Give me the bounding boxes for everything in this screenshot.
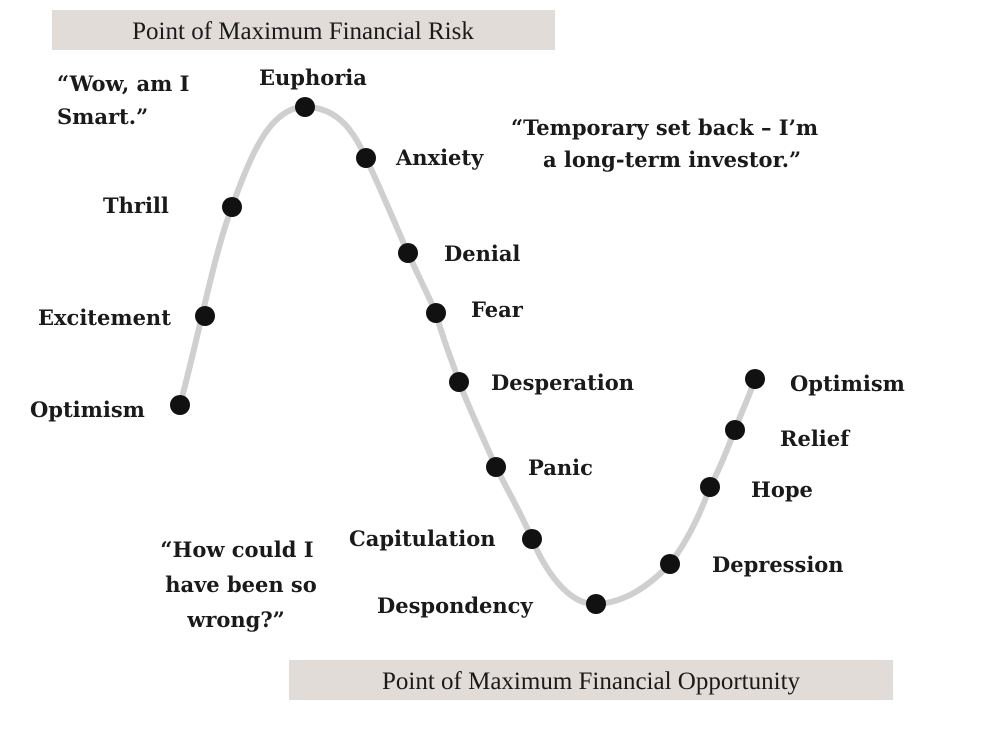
- quote-wrong-line-3: wrong?”: [186, 607, 284, 632]
- quote-wrong: “How could I have been so wrong?”: [160, 537, 316, 632]
- label-despondency: Despondency: [377, 593, 533, 618]
- label-optimism-1: Optimism: [30, 397, 145, 422]
- label-optimism-2: Optimism: [790, 371, 905, 396]
- quote-smart-line-2: Smart.”: [57, 104, 148, 129]
- label-capitulation: Capitulation: [349, 526, 496, 551]
- label-desperation: Desperation: [491, 370, 634, 395]
- dot-anxiety: [356, 148, 376, 168]
- dot-excitement: [195, 306, 215, 326]
- dot-hope: [700, 477, 720, 497]
- label-excitement: Excitement: [38, 305, 171, 330]
- top-banner-text: Point of Maximum Financial Risk: [132, 18, 474, 45]
- quote-setback-line-1: “Temporary set back – I’m: [511, 115, 818, 140]
- quote-setback-line-2: a long-term investor.”: [543, 147, 801, 172]
- top-banner: Point of Maximum Financial Risk: [52, 10, 555, 50]
- dot-euphoria: [295, 97, 315, 117]
- stage-labels: Optimism Excitement Thrill Euphoria Anxi…: [30, 65, 905, 618]
- label-depression: Depression: [712, 552, 844, 577]
- quote-setback: “Temporary set back – I’m a long-term in…: [511, 115, 818, 172]
- dot-capitulation: [522, 529, 542, 549]
- label-fear: Fear: [471, 297, 524, 322]
- bottom-banner: Point of Maximum Financial Opportunity: [289, 660, 893, 700]
- label-thrill: Thrill: [103, 193, 169, 218]
- dot-relief: [725, 420, 745, 440]
- label-denial: Denial: [444, 241, 520, 266]
- quote-smart: “Wow, am I Smart.”: [57, 71, 190, 129]
- label-euphoria: Euphoria: [259, 65, 367, 90]
- bottom-banner-text: Point of Maximum Financial Opportunity: [382, 668, 801, 695]
- stage-dots: [170, 97, 765, 614]
- dot-panic: [486, 457, 506, 477]
- label-hope: Hope: [751, 477, 813, 502]
- label-relief: Relief: [780, 426, 851, 451]
- dot-depression: [660, 554, 680, 574]
- label-panic: Panic: [528, 455, 593, 480]
- dot-denial: [398, 243, 418, 263]
- quote-wrong-line-1: “How could I: [160, 537, 313, 562]
- bottom-banner-background: [289, 660, 893, 700]
- dot-despondency: [586, 594, 606, 614]
- quote-smart-line-1: “Wow, am I: [57, 71, 190, 96]
- dot-fear: [426, 303, 446, 323]
- dot-optimism-2: [745, 369, 765, 389]
- top-banner-background: [52, 10, 555, 50]
- dot-desperation: [449, 372, 469, 392]
- quote-wrong-line-2: have been so: [165, 572, 317, 597]
- dot-optimism-1: [170, 395, 190, 415]
- label-anxiety: Anxiety: [395, 145, 484, 170]
- dot-thrill: [222, 197, 242, 217]
